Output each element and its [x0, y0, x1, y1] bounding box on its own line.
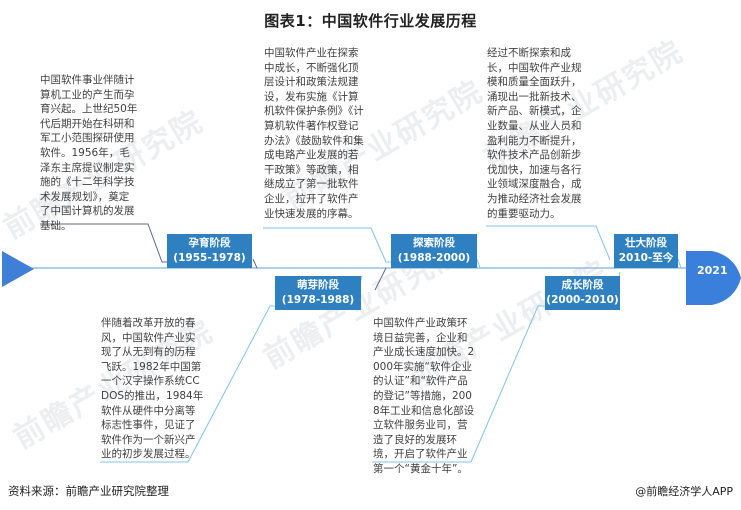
end-year-label: 2021 — [697, 264, 728, 277]
stage-description-1: 中国软件事业伴随计算机工业的产生而孕育兴起。上世纪50年代后期开始在科研和军工小… — [40, 74, 138, 232]
end-cap — [686, 251, 741, 305]
stage-name: 成长阶段 — [561, 279, 604, 291]
start-arrow-icon — [2, 251, 34, 287]
stage-period: (1978-1988) — [281, 294, 355, 306]
stage-description-3: 中国软件产业在探索中成长，不断强化顶层设计和政策法规建设，发布实施《计算机软件保… — [264, 47, 364, 220]
stage-box-3: 探索阶段 (1988-2000) — [391, 234, 477, 268]
page-title: 图表1：中国软件行业发展历程 — [264, 12, 477, 30]
stage-name: 孕育阶段 — [188, 237, 231, 249]
stage-box-4: 成长阶段 (2000-2010) — [545, 276, 620, 310]
stage-name: 壮大阶段 — [625, 237, 667, 249]
stage-period: 2010-至今 — [618, 252, 674, 264]
stage-box-5: 壮大阶段 2010-至今 — [614, 234, 678, 268]
stage-box-2: 萌芽阶段 (1978-1988) — [275, 276, 361, 310]
stage-period: (1988-2000) — [397, 252, 471, 264]
stage-description-4: 中国软件产业政策环境日益完善，企业和产业成长速度加快。2000年实施“软件企业的… — [373, 317, 475, 475]
stage-name: 探索阶段 — [413, 237, 455, 249]
stage-name: 萌芽阶段 — [297, 279, 339, 291]
stage-description-2: 伴随着改革开放的春风，中国软件产业实现了从无到有的历程飞跃。1982年中国第一个… — [101, 317, 204, 461]
stage-box-1: 孕育阶段 (1955-1978) — [167, 234, 252, 268]
source-note: 资料来源：前瞻产业研究院整理 — [8, 484, 169, 498]
stage-period: (2000-2010) — [546, 294, 619, 306]
stage-period: (1955-1978) — [173, 252, 246, 264]
stage-description-5: 经过不断探索和成长，中国软件产业规模和质量全面跃升，涌现出一批新技术、新产品、新… — [487, 47, 582, 220]
credit-note: @前瞻经济学人APP — [635, 485, 733, 498]
